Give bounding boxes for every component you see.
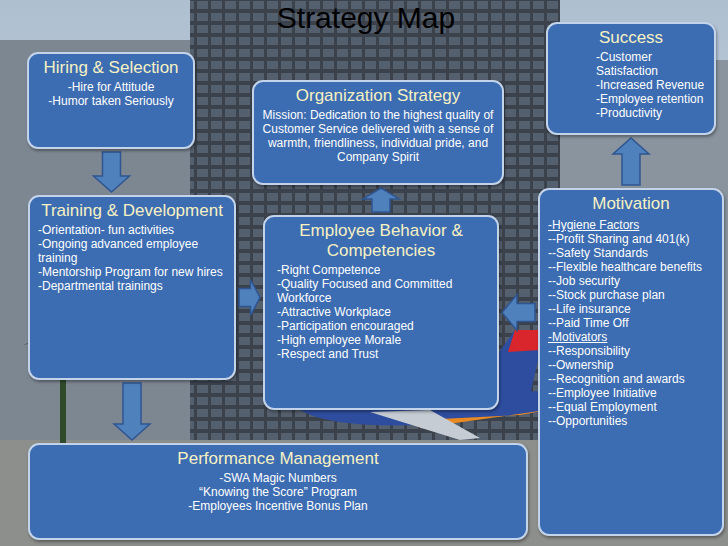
strategy-box: Organization StrategyMission: Dedication… [252,80,504,185]
training-box: Training & Development -Orientation- fun … [28,195,236,380]
block-arrow [613,138,649,185]
box-item: -Mentorship Program for new hires [38,265,226,279]
diagram-title: Strategy Map [236,0,496,36]
box-item: -SWA Magic Numbers [38,471,518,485]
box-item: --Safety Standards [548,246,714,260]
box-heading: Training & Development [38,201,226,221]
box-item: --Profit Sharing and 401(k) [548,232,714,246]
box-item: --Stock purchase plan [548,288,714,302]
box-item: --Job security [548,274,714,288]
box-item: -Productivity [556,106,706,120]
box-heading: Motivation [548,194,714,214]
box-item: -Increased Revenue [556,78,706,92]
box-item: --Paid Time Off [548,316,714,330]
box-item: -Participation encouraged [273,319,489,333]
box-item: -Employee retention [556,92,706,106]
box-item: -Employees Incentive Bonus Plan [38,499,518,513]
box-item: --Equal Employment [548,400,714,414]
box-item: -Respect and Trust [273,347,489,361]
box-item: --Recognition and awards [548,372,714,386]
box-item: -Hygiene Factors [548,218,714,232]
box-heading: Performance Management [38,449,518,469]
box-item: -Customer Satisfaction [556,50,706,78]
block-arrow [363,188,399,212]
performance-box: Performance Management -SWA Magic Numbers… [28,443,528,540]
box-heading: Hiring & Selection [37,58,185,78]
box-item: -Orientation- fun activities [38,223,226,237]
box-heading: Organization Strategy [262,86,494,106]
block-arrow [239,280,260,316]
box-item: -Humor taken Seriously [37,94,185,108]
box-item: -Ongoing advanced employee training [38,237,226,265]
box-item: -High employee Morale [273,333,489,347]
box-item: --Life insurance [548,302,714,316]
box-item: --Responsibility [548,344,714,358]
box-item: Mission: Dedication to the highest quali… [262,108,494,164]
behavior-box: Employee Behavior & Competencies -Right C… [263,215,499,410]
box-item: --Flexible healthcare benefits [548,260,714,274]
success-box: Success-Customer Satisfaction-Increased … [546,22,716,135]
block-arrow [502,295,535,331]
box-item: --Ownership [548,358,714,372]
motivation-box: Motivation -Hygiene Factors--Profit Shari… [538,188,724,536]
box-item: --Employee Initiative [548,386,714,400]
box-item: --Opportunities [548,414,714,428]
box-item: -Quality Focused and Committed Workforce [273,277,489,305]
box-heading: Success [556,28,706,48]
box-heading: Employee Behavior & Competencies [273,221,489,261]
box-item: -Departmental trainings [38,279,226,293]
block-arrow [94,152,130,192]
box-item: -Hire for Attitude [37,80,185,94]
hiring-box: Hiring & Selection -Hire for Attitude-Hum… [27,52,195,149]
box-item: -Motivators [548,330,714,344]
box-item: -Attractive Workplace [273,305,489,319]
block-arrow [114,383,150,440]
box-item: -Right Competence [273,263,489,277]
box-item: “Knowing the Score” Program [38,485,518,499]
